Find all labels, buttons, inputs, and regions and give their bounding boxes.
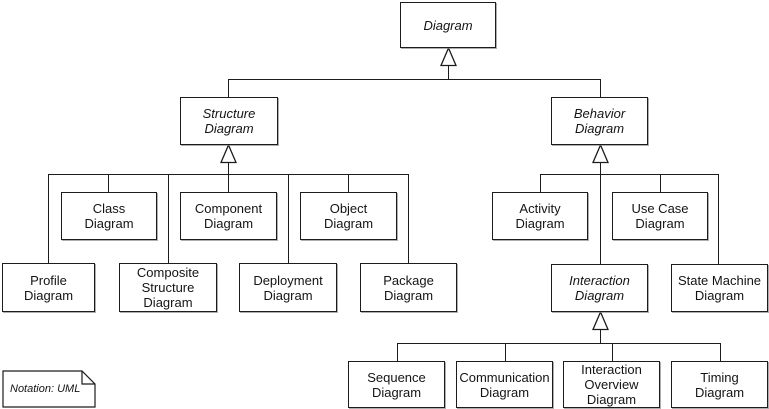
node-sequence-diagram: Sequence Diagram xyxy=(348,361,445,408)
node-class-diagram: Class Diagram xyxy=(61,192,157,240)
node-use-case-diagram: Use Case Diagram xyxy=(612,192,708,240)
node-timing-diagram-label: Timing Diagram xyxy=(694,369,745,400)
node-communication-diagram: Communication Diagram xyxy=(456,361,553,408)
edge-drop-interaction-overview xyxy=(612,343,613,361)
node-interaction-diagram: Interaction Diagram xyxy=(551,264,648,312)
edge-bus-level2 xyxy=(228,79,601,80)
node-object-diagram: Object Diagram xyxy=(300,192,397,240)
node-deployment-diagram: Deployment Diagram xyxy=(239,263,337,312)
edge-stem-interaction xyxy=(600,329,601,343)
edge-drop-profile xyxy=(48,174,49,263)
edge-drop-sequence xyxy=(397,343,398,361)
node-package-diagram-label: Package Diagram xyxy=(383,272,434,303)
node-state-machine-diagram: State Machine Diagram xyxy=(671,264,768,312)
edge-drop-structure xyxy=(228,79,229,97)
node-interaction-diagram-label: Interaction Diagram xyxy=(569,273,630,303)
node-deployment-diagram-label: Deployment Diagram xyxy=(253,272,323,303)
generalization-arrow-interaction xyxy=(592,311,609,331)
node-object-diagram-label: Object Diagram xyxy=(323,201,374,231)
edge-stem-behavior xyxy=(600,161,601,264)
edge-stem-diagram xyxy=(448,65,449,79)
node-state-machine-diagram-label: State Machine Diagram xyxy=(677,273,762,303)
edge-drop-component xyxy=(228,174,229,192)
node-structure-diagram: Structure Diagram xyxy=(180,97,278,145)
node-communication-diagram-label: Communication Diagram xyxy=(459,369,550,400)
node-component-diagram-label: Component Diagram xyxy=(194,201,263,231)
edge-bus-behavior-children xyxy=(540,174,719,175)
generalization-arrow-behavior xyxy=(592,144,609,164)
edge-drop-timing xyxy=(720,343,721,361)
node-sequence-diagram-label: Sequence Diagram xyxy=(367,369,426,400)
edge-drop-deployment xyxy=(288,174,289,263)
node-behavior-diagram: Behavior Diagram xyxy=(551,97,648,145)
node-composite-structure-diagram-label: Composite Structure Diagram xyxy=(136,265,200,310)
node-component-diagram: Component Diagram xyxy=(180,192,277,240)
edge-drop-class xyxy=(108,174,109,192)
node-profile-diagram: Profile Diagram xyxy=(2,263,95,312)
note-icon xyxy=(2,370,96,408)
edge-drop-object xyxy=(348,174,349,192)
node-interaction-overview-diagram: Interaction Overview Diagram xyxy=(563,361,660,408)
node-behavior-diagram-label: Behavior Diagram xyxy=(573,106,626,136)
edge-drop-use-case xyxy=(660,174,661,192)
node-timing-diagram: Timing Diagram xyxy=(671,361,768,408)
node-activity-diagram-label: Activity Diagram xyxy=(515,201,565,231)
edge-bus-interaction-children xyxy=(397,343,721,344)
edge-drop-package xyxy=(408,174,409,263)
node-profile-diagram-label: Profile Diagram xyxy=(23,272,74,303)
edge-drop-composite-structure xyxy=(168,174,169,263)
generalization-arrow-structure xyxy=(220,144,237,164)
node-interaction-overview-diagram-label: Interaction Overview Diagram xyxy=(581,362,642,407)
edge-drop-activity xyxy=(540,174,541,192)
generalization-arrow-diagram xyxy=(440,47,457,67)
edge-stem-structure xyxy=(228,161,229,174)
node-package-diagram: Package Diagram xyxy=(360,263,457,312)
node-activity-diagram: Activity Diagram xyxy=(492,192,588,240)
node-class-diagram-label: Class Diagram xyxy=(84,201,134,231)
edge-drop-communication xyxy=(505,343,506,361)
node-composite-structure-diagram: Composite Structure Diagram xyxy=(119,263,217,312)
node-use-case-diagram-label: Use Case Diagram xyxy=(631,201,689,231)
node-structure-diagram-label: Structure Diagram xyxy=(202,106,256,136)
edge-drop-behavior xyxy=(600,79,601,97)
notation-note-label: Notation: UML xyxy=(10,383,81,395)
node-diagram-label: Diagram xyxy=(423,17,473,33)
node-diagram: Diagram xyxy=(400,2,496,48)
edge-drop-state-machine xyxy=(718,174,719,264)
